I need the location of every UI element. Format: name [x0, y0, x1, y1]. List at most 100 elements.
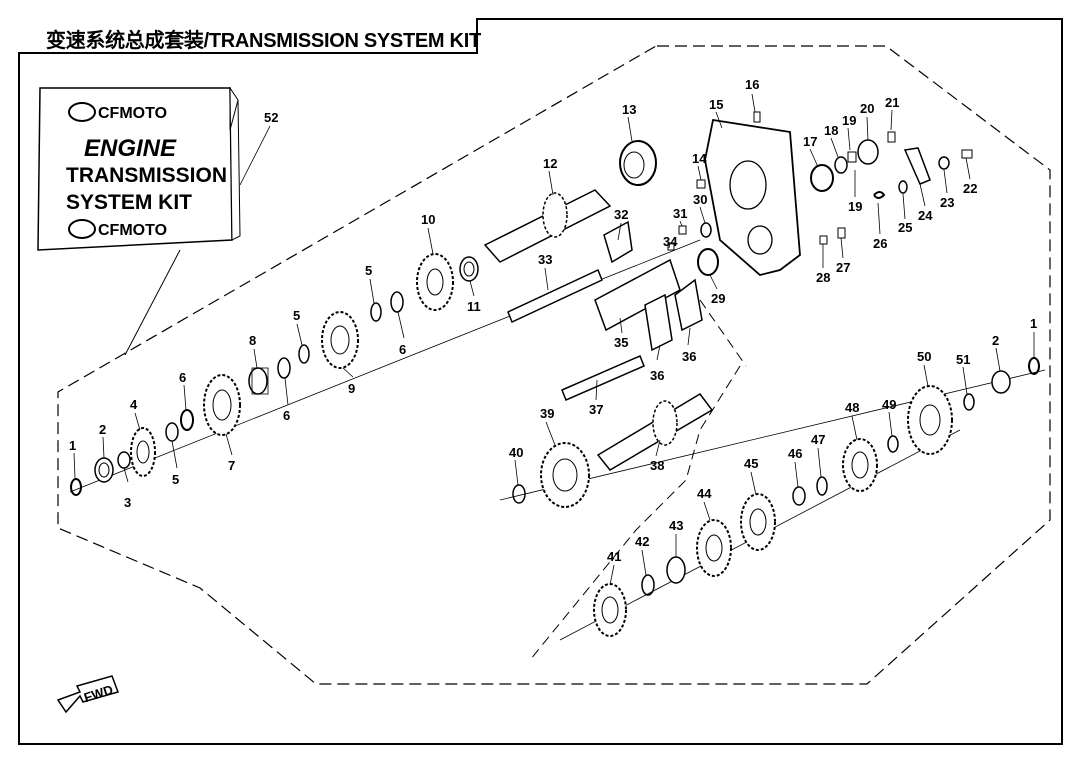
kit-line-1: TRANSMISSION	[66, 164, 227, 187]
callout-28: 28	[816, 270, 830, 285]
part-39-gear	[540, 442, 590, 508]
callout-11: 11	[467, 299, 481, 314]
callout-51: 51	[956, 352, 970, 367]
callout-6: 6	[179, 370, 186, 385]
cfmoto-logo-bottom: CFMOTO	[68, 219, 167, 239]
callout-7: 7	[228, 458, 235, 473]
callout-46: 46	[788, 446, 802, 461]
part-16-pin	[753, 111, 761, 123]
callout-17: 17	[803, 134, 817, 149]
part-12-main-shaft	[483, 189, 612, 263]
callout-16: 16	[745, 77, 759, 92]
part-36-shift-fork	[644, 293, 673, 352]
part-49-washer	[887, 435, 899, 453]
callout-5-c: 5	[365, 263, 372, 278]
callout-24: 24	[918, 208, 933, 223]
callout-9: 9	[348, 381, 355, 396]
part-29-bearing	[697, 248, 719, 276]
part-14-bolt	[696, 179, 706, 189]
part-4-gear	[130, 427, 156, 477]
callout-31: 31	[673, 206, 687, 221]
callout-1-b: 1	[1030, 316, 1037, 331]
assembly-dashed-boundary	[57, 45, 1051, 685]
callout-44: 44	[697, 486, 712, 501]
part-10-gear	[416, 253, 454, 311]
part-50-gear	[907, 385, 953, 455]
callout-2: 2	[99, 422, 106, 437]
part-1-circlip-b	[1028, 357, 1040, 375]
callout-39: 39	[540, 406, 554, 421]
part-43-bushing	[666, 556, 686, 584]
callout-27: 27	[836, 260, 850, 275]
callout-26: 26	[873, 236, 887, 251]
callout-41: 41	[607, 549, 621, 564]
part-5-washer	[165, 422, 179, 442]
callout-12: 12	[543, 156, 557, 171]
part-9-gear	[321, 311, 359, 369]
callout-34: 34	[663, 234, 678, 249]
callout-18: 18	[824, 123, 838, 138]
callout-49: 49	[882, 397, 896, 412]
part-40-washer	[512, 484, 526, 504]
part-47-circlip	[816, 476, 828, 496]
svg-text:CFMOTO: CFMOTO	[98, 222, 167, 239]
callout-42: 42	[635, 534, 649, 549]
part-41-gear	[593, 583, 627, 637]
callout-19: 19	[842, 113, 856, 128]
part-26-spring	[873, 191, 886, 199]
page-title: 变速系统总成套装/TRANSMISSION SYSTEM KIT	[46, 30, 481, 52]
callout-14: 14	[692, 151, 707, 166]
part-15-housing	[704, 118, 801, 276]
part-45-gear	[740, 493, 776, 551]
callout-8: 8	[249, 333, 256, 348]
callout-13: 13	[622, 102, 636, 117]
callout-45: 45	[744, 456, 758, 471]
callout-5: 5	[172, 472, 179, 487]
callout-25: 25	[898, 220, 912, 235]
part-33-shaft	[507, 268, 603, 324]
part-42-washer	[641, 574, 655, 596]
callout-6-c: 6	[399, 342, 406, 357]
part-1-circlip	[70, 478, 82, 496]
part-6-washer-b	[277, 357, 291, 379]
part-51-washer	[963, 393, 975, 411]
callout-15: 15	[709, 97, 723, 112]
part-31-bolt	[678, 225, 687, 235]
part-19-bolt	[847, 151, 857, 163]
callout-52: 52	[264, 110, 278, 125]
part-2-needle-bearing-b	[991, 370, 1011, 394]
engine-label: ENGINE	[84, 135, 177, 162]
part-6-circlip	[180, 409, 194, 431]
part-48-gear	[842, 438, 878, 492]
part-37-shaft	[561, 355, 645, 401]
part-22-bolt	[961, 149, 973, 159]
kit-line-2: SYSTEM KIT	[66, 191, 192, 214]
part-44-gear	[696, 519, 732, 577]
callout-20: 20	[860, 101, 874, 116]
title-box: 变速系统总成套装/TRANSMISSION SYSTEM KIT	[18, 18, 481, 54]
leader-lines	[73, 93, 1035, 586]
callout-43: 43	[669, 518, 683, 533]
part-3-washer	[117, 451, 131, 469]
callout-38: 38	[650, 458, 664, 473]
part-32-shift-fork	[603, 220, 633, 264]
callout-47: 47	[811, 432, 825, 447]
part-18-washer	[834, 156, 848, 174]
diagram-frame	[18, 18, 1063, 745]
callout-3: 3	[124, 495, 131, 510]
callout-21: 21	[885, 95, 899, 110]
callout-40: 40	[509, 445, 523, 460]
part-24-arm	[903, 147, 931, 185]
svg-text:CFMOTO: CFMOTO	[98, 105, 167, 122]
part-5-washer-b	[298, 344, 310, 364]
callout-32: 32	[614, 207, 628, 222]
callout-30: 30	[693, 192, 707, 207]
kit-card: CFMOTO ENGINE TRANSMISSION SYSTEM KIT CF…	[37, 86, 241, 356]
callout-10: 10	[421, 212, 435, 227]
part-30-plate	[700, 222, 712, 238]
inner-dashed-link	[699, 299, 747, 367]
part-25-washer	[898, 180, 908, 194]
part-20-cam	[857, 139, 879, 165]
part-11-bearing	[459, 256, 479, 282]
